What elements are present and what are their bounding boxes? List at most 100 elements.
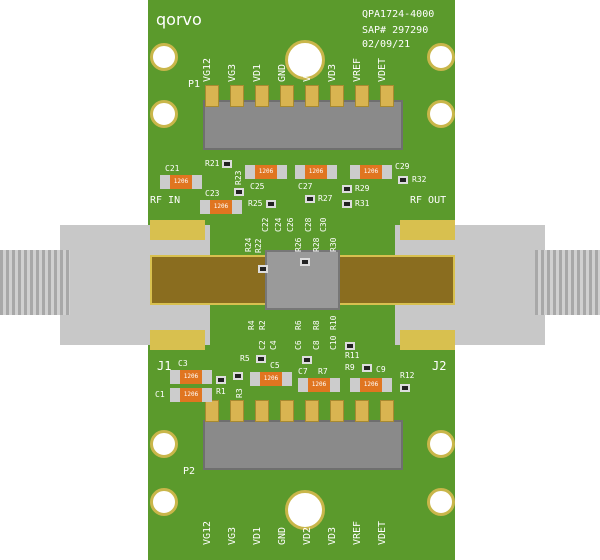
component-label-r8: R8 <box>312 320 321 330</box>
header-pin-label: VG3 <box>227 63 238 82</box>
component-label-r29: R29 <box>355 184 370 193</box>
ground-pad <box>150 330 205 350</box>
sma-thread-left <box>0 250 70 315</box>
mounting-hole <box>285 490 325 530</box>
capacitor-1206: 1206 <box>160 175 202 189</box>
header-pin <box>305 85 319 107</box>
component-label-r23: R23 <box>234 170 243 185</box>
resistor <box>258 265 268 273</box>
header-pin <box>305 400 319 422</box>
header-p2 <box>203 420 403 470</box>
date-code: 02/09/21 <box>362 39 411 50</box>
component-label-c4: C4 <box>269 340 278 350</box>
component-label-c23: C23 <box>205 189 220 198</box>
component-label-r25: R25 <box>248 199 263 208</box>
component-label-r24: R24 <box>244 237 253 252</box>
component-label-c7: C7 <box>298 367 308 376</box>
resistor <box>234 188 244 196</box>
header-pin <box>230 85 244 107</box>
component-label-r21: R21 <box>205 159 220 168</box>
component-label-c25: C25 <box>250 182 265 191</box>
capacitor-1206: 1206 <box>245 165 287 179</box>
header-pin <box>355 85 369 107</box>
component-label-c30: C30 <box>319 217 328 232</box>
mounting-hole <box>150 430 178 458</box>
component-label-r4: R4 <box>247 320 256 330</box>
sma-thread-right <box>535 250 600 315</box>
component-label-c29: C29 <box>395 162 410 171</box>
resistor <box>302 356 312 364</box>
component-label-r9: R9 <box>345 363 355 372</box>
component-label-c6: C6 <box>294 340 303 350</box>
resistor <box>256 355 266 363</box>
header-pin <box>230 400 244 422</box>
component-label-r6: R6 <box>294 320 303 330</box>
capacitor-1206: 1206 <box>170 370 212 384</box>
header-pin-label: VDET <box>377 57 388 82</box>
component-label-r10: R10 <box>329 315 338 330</box>
component-label-r3: R3 <box>235 388 244 398</box>
component-label-r7: R7 <box>318 367 328 376</box>
component-label-c1: C1 <box>155 390 165 399</box>
mounting-hole <box>150 43 178 71</box>
capacitor-1206: 1206 <box>200 200 242 214</box>
ground-pad <box>400 220 455 240</box>
header-pin <box>255 400 269 422</box>
component-label-c27: C27 <box>298 182 313 191</box>
header-pin <box>280 85 294 107</box>
resistor <box>266 200 276 208</box>
header-p1 <box>203 100 403 150</box>
component-label-c10: C10 <box>329 335 338 350</box>
qorvo-logo: qorvo <box>156 10 202 29</box>
resistor <box>362 364 372 372</box>
component-label-r5: R5 <box>240 354 250 363</box>
mounting-hole <box>427 100 455 128</box>
header-pin-label: VD3 <box>327 63 338 82</box>
component-label-r27: R27 <box>318 194 333 203</box>
sap-number: SAP# 297290 <box>362 25 429 36</box>
component-label-c8: C8 <box>312 340 321 350</box>
ground-pad <box>150 220 205 240</box>
header-pin <box>205 400 219 422</box>
part-number: QPA1724-4000 <box>362 9 435 20</box>
header-pin <box>330 85 344 107</box>
header-p2-label: P2 <box>183 466 196 477</box>
mounting-hole <box>150 100 178 128</box>
resistor <box>300 258 310 266</box>
header-pin-label: VD1 <box>252 63 263 82</box>
header-pin-label: VD2 <box>302 63 313 82</box>
component-label-c9: C9 <box>376 365 386 374</box>
resistor <box>342 185 352 193</box>
mounting-hole <box>150 488 178 516</box>
j1-label: J1 <box>157 359 172 373</box>
capacitor-1206: 1206 <box>170 388 212 402</box>
resistor <box>345 342 355 350</box>
component-label-c22: C22 <box>261 217 270 232</box>
component-label-r31: R31 <box>355 199 370 208</box>
capacitor-1206: 1206 <box>350 165 392 179</box>
mounting-hole <box>427 430 455 458</box>
resistor <box>342 200 352 208</box>
capacitor-1206: 1206 <box>250 372 292 386</box>
header-pin-label: VREF <box>352 57 363 82</box>
header-pin-label: VG12 <box>202 520 213 545</box>
header-pin-label: VG3 <box>227 526 238 545</box>
component-label-r26: R26 <box>294 237 303 252</box>
rf-in-label: RF IN <box>150 195 181 206</box>
component-label-c28: C28 <box>304 217 313 232</box>
header-pin <box>380 85 394 107</box>
resistor <box>233 372 243 380</box>
j2-label: J2 <box>432 359 447 373</box>
resistor <box>216 376 226 384</box>
resistor <box>400 384 410 392</box>
header-pin-label: VD2 <box>302 526 313 545</box>
header-pin-label: VREF <box>352 520 363 545</box>
component-label-r12: R12 <box>400 371 415 380</box>
component-label-c24: C24 <box>274 217 283 232</box>
header-pin-label: VG12 <box>202 57 213 82</box>
rf-out-label: RF OUT <box>410 195 447 206</box>
capacitor-1206: 1206 <box>295 165 337 179</box>
resistor <box>222 160 232 168</box>
component-label-c3: C3 <box>178 359 188 368</box>
component-label-r30: R30 <box>329 237 338 252</box>
